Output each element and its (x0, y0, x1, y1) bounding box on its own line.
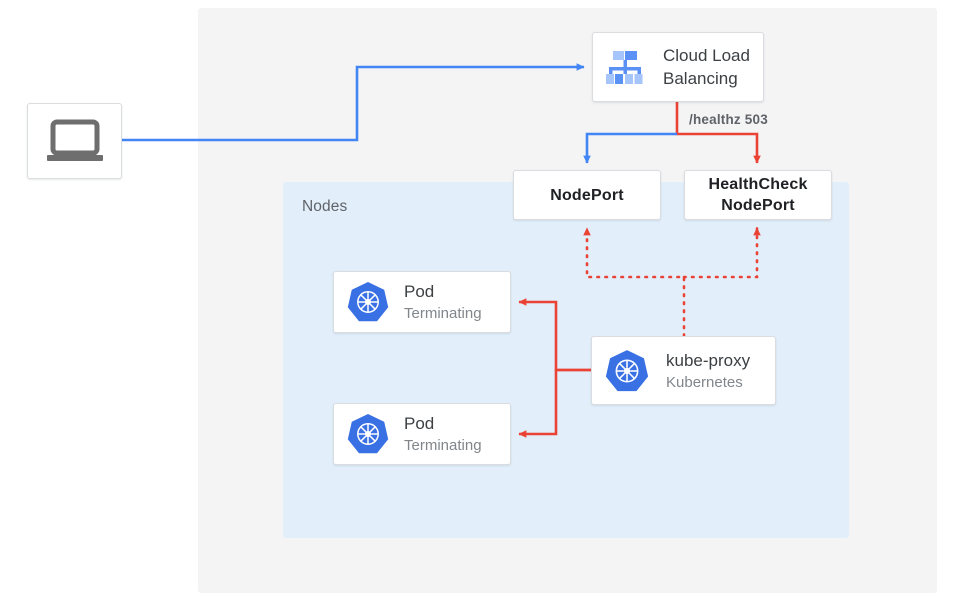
kubernetes-icon (604, 348, 650, 394)
laptop-icon (28, 104, 121, 178)
kubernetes-icon (346, 280, 390, 324)
nodeport-label: NodePort (550, 186, 624, 204)
healthcheck-nodeport-node[interactable]: HealthCheck NodePort (684, 170, 832, 220)
pod-2-subtitle: Terminating (404, 437, 482, 454)
kube-proxy-subtitle: Kubernetes (666, 373, 743, 391)
cloud-load-balancing-icon (603, 44, 649, 90)
kube-proxy-text: kube-proxy Kubernetes (666, 349, 750, 393)
pod-1-subtitle: Terminating (404, 305, 482, 322)
pod-1-title: Pod (404, 282, 435, 301)
kube-proxy-title: kube-proxy (666, 350, 751, 370)
cloud-load-balancing-text: Cloud Load Balancing (663, 44, 750, 90)
pod-node-2[interactable]: Pod Terminating (333, 403, 511, 465)
healthz-503-label: /healthz 503 (689, 112, 768, 127)
nodeport-node[interactable]: NodePort (513, 170, 661, 220)
pod-1-text: Pod Terminating (404, 280, 482, 324)
load-balancer-title-line-2: Balancing (663, 69, 738, 88)
client-node[interactable] (27, 103, 122, 179)
load-balancer-title-line-1: Cloud Load (663, 46, 750, 65)
healthcheck-nodeport-label-line-2: NodePort (721, 197, 795, 214)
pod-2-text: Pod Terminating (404, 412, 482, 456)
cloud-load-balancing-node[interactable]: Cloud Load Balancing (592, 32, 764, 102)
kube-proxy-node[interactable]: kube-proxy Kubernetes (591, 336, 776, 405)
nodes-panel-label: Nodes (302, 198, 348, 215)
kubernetes-icon (346, 412, 390, 456)
pod-2-title: Pod (404, 414, 435, 433)
healthcheck-nodeport-label-line-1: HealthCheck (708, 176, 808, 193)
pod-node-1[interactable]: Pod Terminating (333, 271, 511, 333)
